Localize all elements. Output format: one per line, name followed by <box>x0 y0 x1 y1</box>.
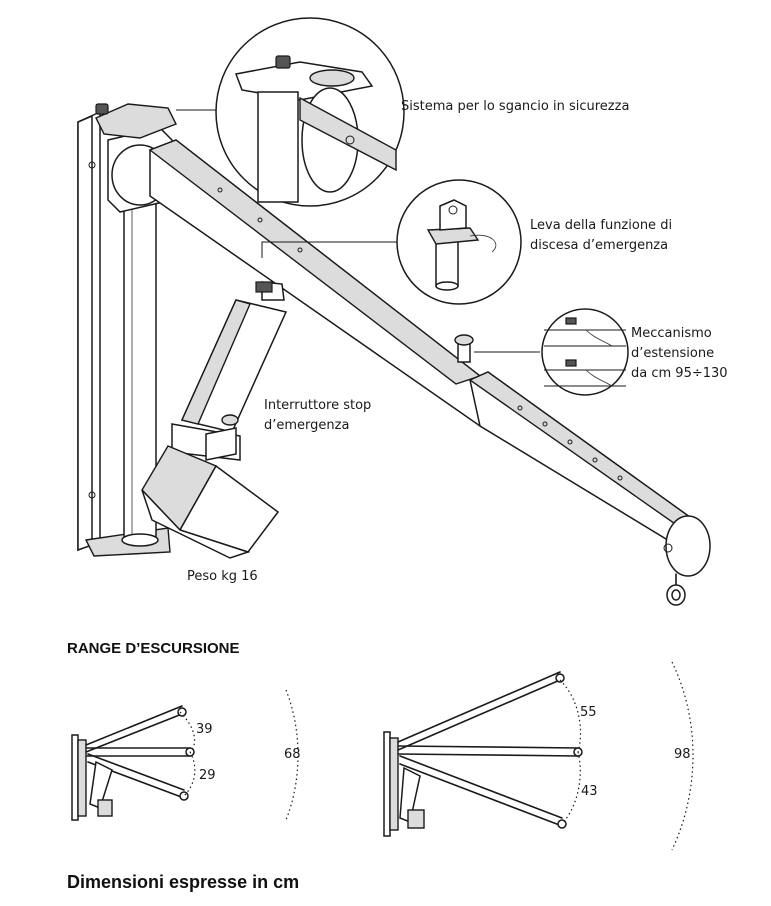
boom-arm <box>148 139 711 606</box>
short-arm-reach-value: 68 <box>284 747 301 762</box>
label-weight: Peso kg 16 <box>187 569 258 584</box>
label-extension-line2: d’estensione <box>631 346 714 361</box>
detail-emergency-lever <box>396 179 522 305</box>
label-emergency-lever-line2: discesa d’emergenza <box>530 238 668 253</box>
range-diagram-short: 39 29 68 <box>71 689 301 821</box>
detail-extension <box>541 308 629 396</box>
label-stop-switch-line2: d’emergenza <box>264 418 349 433</box>
long-arm-upper-value: 55 <box>580 705 597 720</box>
label-stop-switch-line1: Interruttore stop <box>264 398 371 413</box>
short-arm-lower-value: 29 <box>199 768 216 783</box>
label-safety-release: Sistema per lo sgancio in sicurezza <box>401 99 629 114</box>
range-diagram-long: 55 43 98 <box>383 661 694 851</box>
label-extension-line1: Meccanismo <box>631 326 712 341</box>
long-arm-lower-value: 43 <box>581 784 598 799</box>
label-emergency-lever-line1: Leva della funzione di <box>530 218 672 233</box>
short-arm-upper-value: 39 <box>196 722 213 737</box>
range-heading: RANGE D’ESCURSIONE <box>67 640 240 657</box>
dimensions-note: Dimensioni espresse in cm <box>67 872 299 892</box>
label-extension-line3: da cm 95÷130 <box>631 366 728 381</box>
detail-safety-release <box>215 17 405 207</box>
actuator <box>141 281 288 559</box>
hoist-illustration: Sistema per lo sgancio in sicurezza Leva… <box>77 17 728 606</box>
long-arm-reach-value: 98 <box>674 747 691 762</box>
